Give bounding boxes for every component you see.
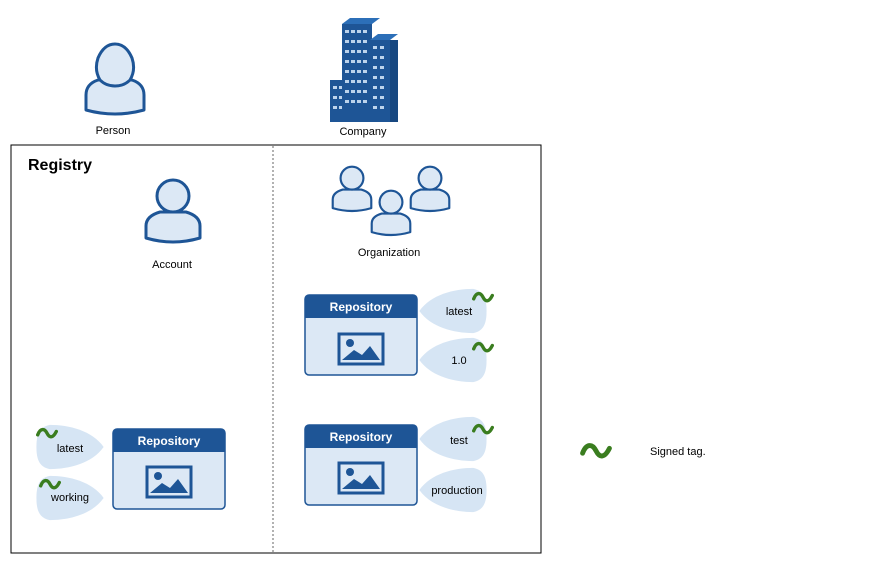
- organization-label: Organization: [358, 247, 420, 259]
- tag-production-org: production: [419, 467, 487, 513]
- tag-latest-account: latest: [36, 424, 104, 470]
- repository-title: Repository: [138, 434, 201, 448]
- tag-test-org: test: [419, 416, 494, 462]
- tag-label: test: [450, 435, 468, 447]
- tag-working-account: working: [36, 475, 104, 521]
- account-label: Account: [152, 259, 192, 271]
- repository-title: Repository: [330, 300, 393, 314]
- tag-label: latest: [57, 443, 83, 455]
- tag-label: latest: [446, 306, 472, 318]
- image-icon: [337, 461, 385, 495]
- org-repository-1: Repository: [304, 294, 418, 376]
- account-icon: [144, 178, 202, 244]
- signed-tag-icon: [583, 446, 610, 456]
- company-label: Company: [339, 126, 387, 138]
- repository-title: Repository: [330, 430, 393, 444]
- organization-icon: [331, 165, 451, 237]
- legend: Signed tag.: [583, 446, 706, 458]
- tag-label: working: [50, 492, 89, 504]
- registry-title: Registry: [28, 157, 92, 174]
- image-icon: [145, 465, 193, 499]
- company-building-icon: [330, 18, 398, 122]
- org-repository-2: Repository: [304, 424, 418, 506]
- person-label: Person: [96, 125, 131, 137]
- tag-label: 1.0: [451, 355, 466, 367]
- person-icon: [84, 42, 146, 116]
- legend-signed-tag-label: Signed tag.: [650, 446, 706, 458]
- tag-label: production: [431, 485, 482, 497]
- registry-box: [10, 144, 542, 554]
- account-repository: Repository: [112, 428, 226, 510]
- tag-1-0-org: 1.0: [419, 337, 494, 383]
- image-icon: [337, 332, 385, 366]
- tag-latest-org: latest: [419, 288, 494, 334]
